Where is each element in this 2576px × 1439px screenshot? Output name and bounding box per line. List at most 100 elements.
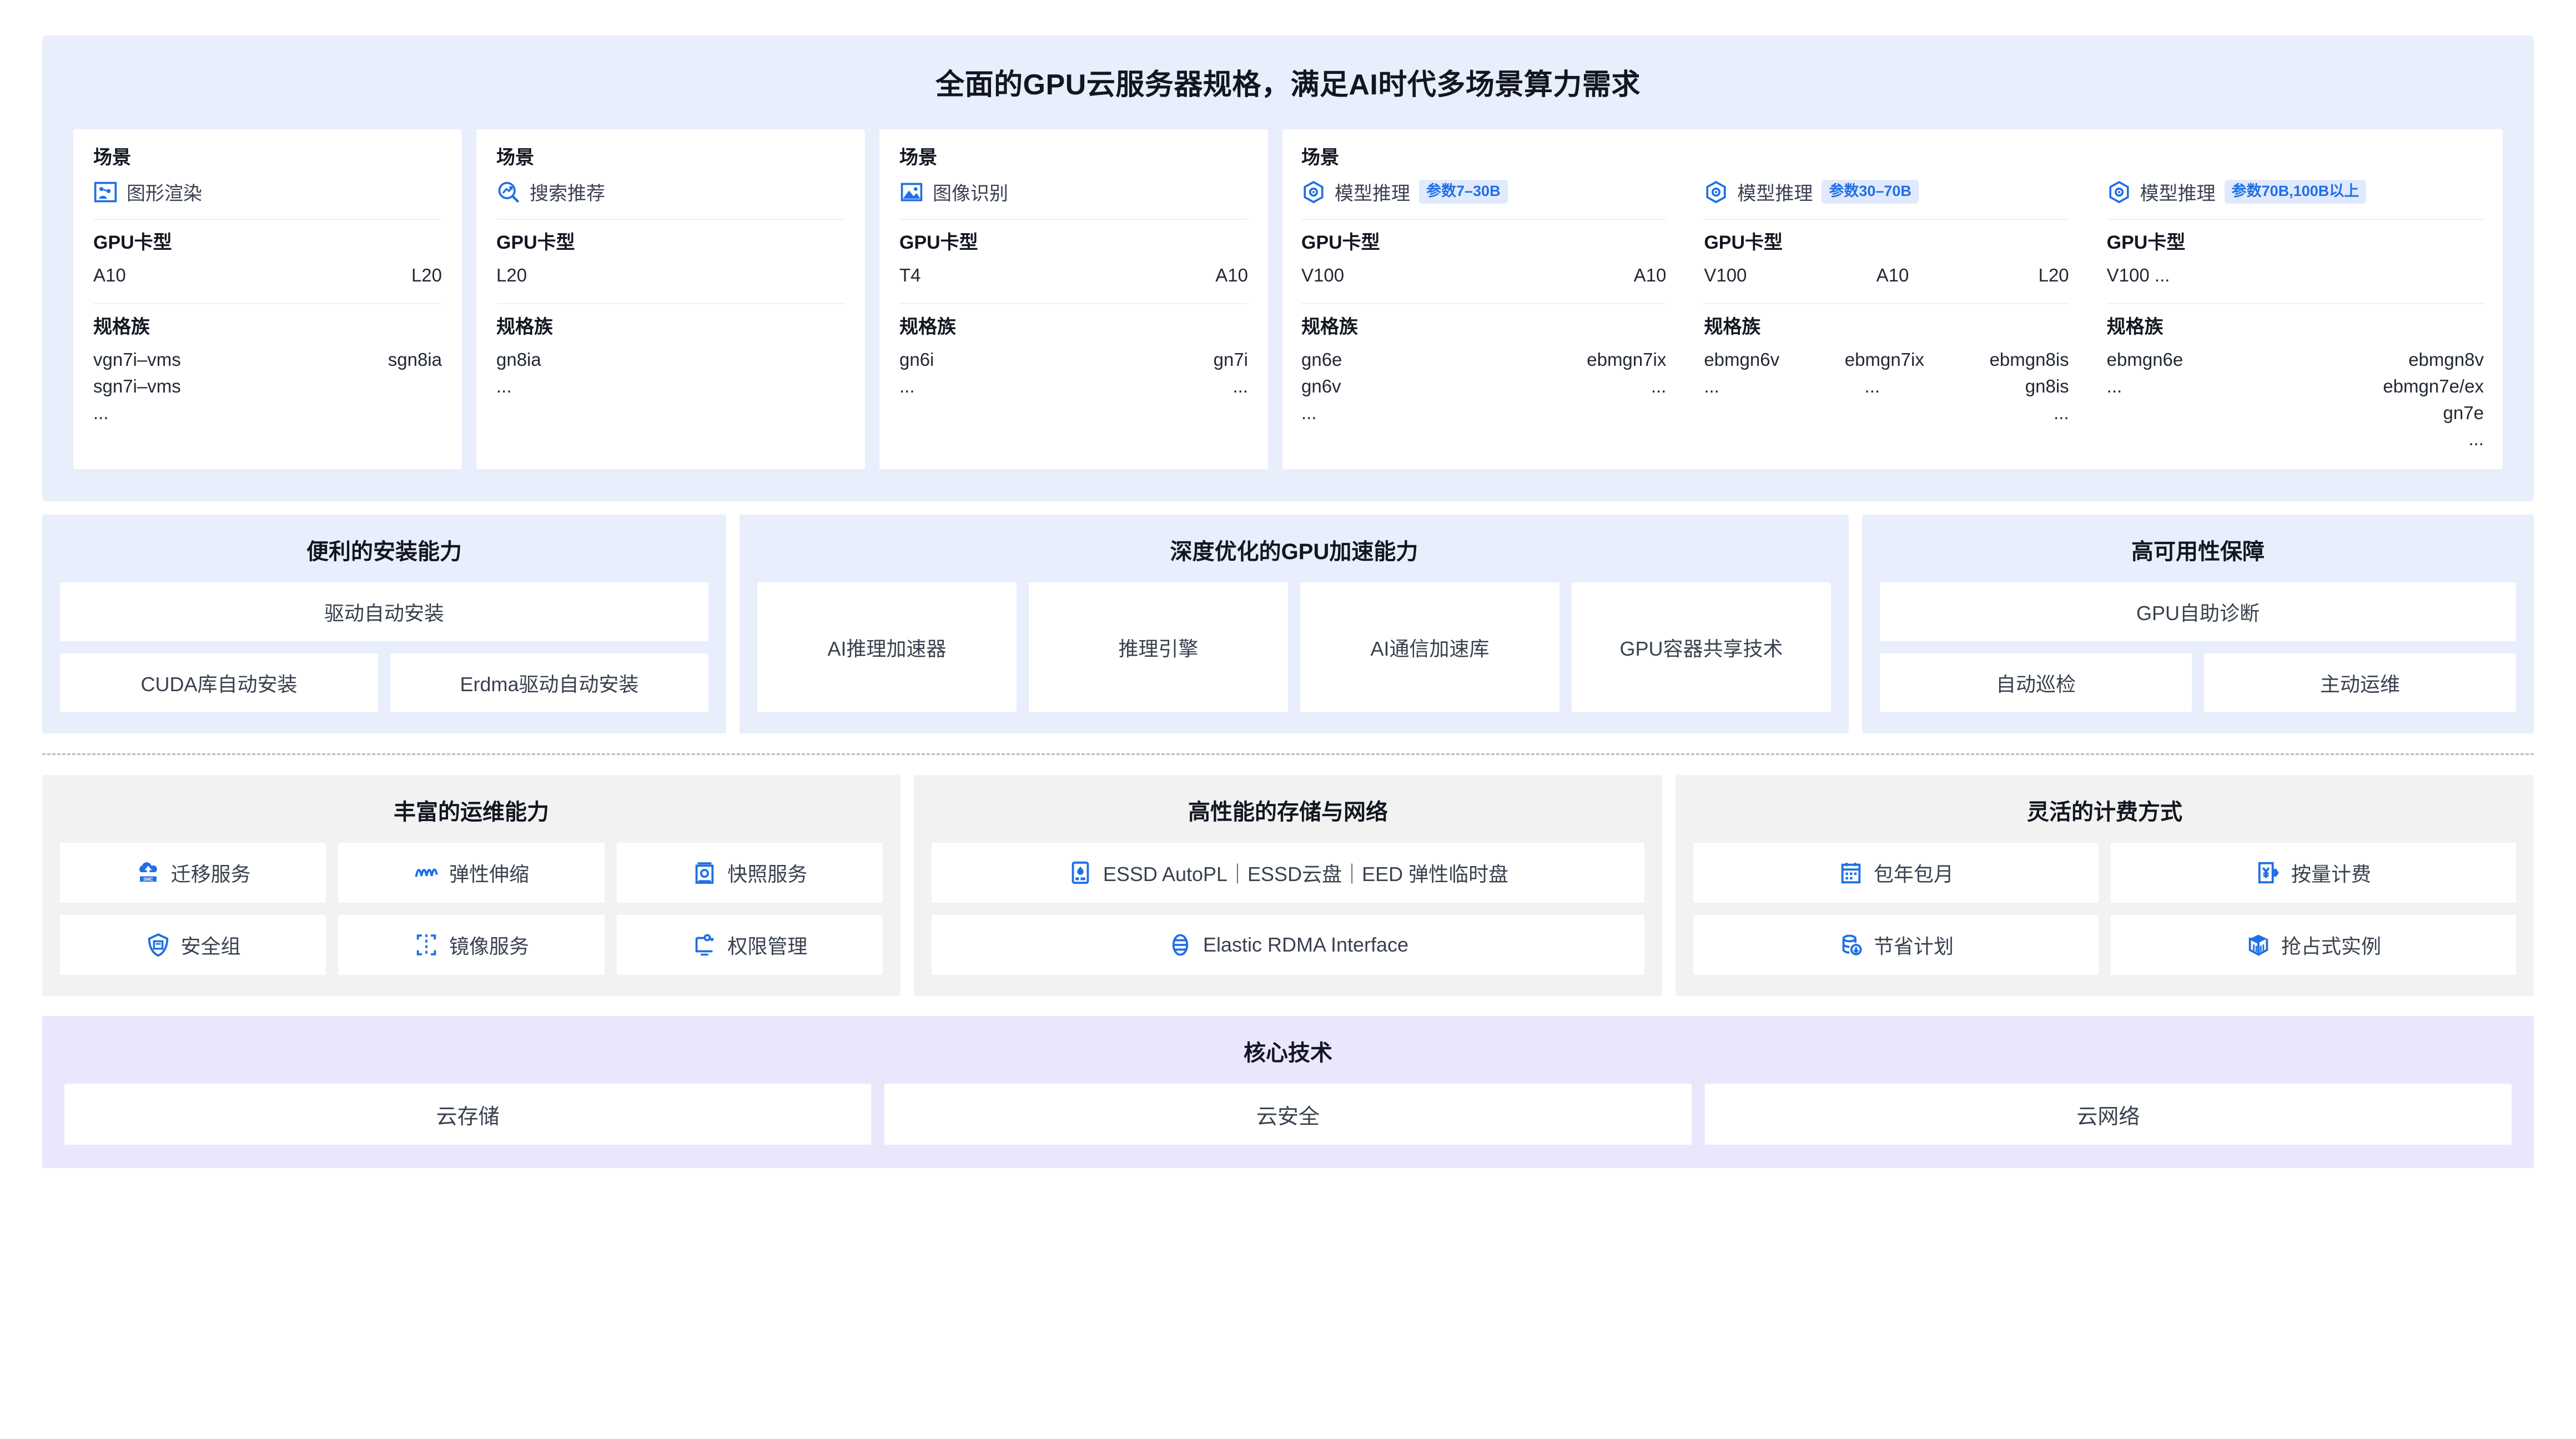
calendar-icon: [1838, 860, 1864, 885]
scene-row: 图形渲染: [93, 178, 442, 219]
core-tile-cloud-storage[interactable]: 云存储: [64, 1084, 872, 1145]
item-security-group[interactable]: 安全组: [60, 915, 326, 975]
item-label: 抢占式实例: [2281, 935, 2381, 958]
tile-auto-inspection[interactable]: 自动巡检: [1880, 653, 2192, 713]
scene-label: 场景: [93, 147, 131, 168]
scene-name: 搜索推荐: [530, 183, 605, 204]
family-value: gn6e: [1301, 349, 1342, 370]
gpu-value: T4: [899, 265, 921, 285]
param-badge: 参数30–70B: [1822, 180, 1919, 204]
gpu-label: GPU卡型: [2106, 232, 2186, 253]
family-value: sgn7i–vms: [93, 375, 181, 396]
tile-erdma-auto-install[interactable]: Erdma驱动自动安装: [390, 653, 708, 713]
tile-row: 自动巡检 主动运维: [1880, 653, 2516, 713]
family-value: vgn7i–vms: [93, 349, 181, 370]
tile-inference-engine[interactable]: 推理引擎: [1029, 582, 1288, 713]
divider: [1704, 303, 2069, 304]
item-spot-instance[interactable]: 抢占式实例: [2111, 915, 2516, 975]
core-tile-cloud-security[interactable]: 云安全: [884, 1084, 1692, 1145]
panel-billing: 灵活的计费方式 包年包月 按量计费: [1676, 775, 2534, 997]
gpu-value: A10: [1215, 265, 1248, 285]
gpu-label: GPU卡型: [496, 232, 575, 253]
scene-row: 图像识别: [899, 178, 1248, 219]
panel-title: 灵活的计费方式: [2027, 800, 2182, 825]
page-title: 全面的GPU云服务器规格，满足AI时代多场景算力需求: [935, 69, 1641, 101]
ops-grid: SMC 迁移服务 弹性伸缩 快照服务: [60, 843, 883, 975]
disk-icon: [1068, 860, 1093, 885]
item-migration-service[interactable]: SMC 迁移服务: [60, 843, 326, 903]
family-label: 规格族: [1301, 316, 1358, 338]
scene-row: 模型推理 参数30–70B: [1704, 178, 2069, 219]
item-subscription[interactable]: 包年包月: [1693, 843, 2099, 903]
item-permission-management[interactable]: 权限管理: [616, 915, 883, 975]
snapshot-icon: [692, 860, 717, 885]
tile-proactive-ops[interactable]: 主动运维: [2204, 653, 2516, 713]
param-badge: 参数7–30B: [1419, 180, 1508, 204]
divider: [899, 303, 1248, 304]
panel-title: 核心技术: [1244, 1041, 1332, 1066]
item-image-service[interactable]: 镜像服务: [338, 915, 605, 975]
family-value: gn8ia: [496, 349, 541, 370]
pay-as-you-go-icon: [2256, 860, 2281, 885]
tile-ai-inference-accelerator[interactable]: AI推理加速器: [757, 582, 1017, 713]
billing-grid: 包年包月 按量计费 节省计划: [1693, 843, 2516, 975]
scene-name: 模型推理: [2140, 183, 2216, 204]
family-value: gn6v: [1301, 375, 1341, 396]
item-pay-as-you-go[interactable]: 按量计费: [2111, 843, 2516, 903]
inference-column-70b-plus[interactable]: 场景 模型推理 参数70B,100B以上 GPU卡型 V100 ... 规: [2088, 148, 2503, 452]
item-snapshot-service[interactable]: 快照服务: [616, 843, 883, 903]
scene-row: 模型推理 参数70B,100B以上: [2107, 178, 2484, 219]
gpu-value: V100: [1704, 265, 1747, 285]
divider: [496, 219, 845, 220]
security-group-icon: [145, 932, 171, 958]
divider: [2106, 303, 2484, 304]
panel-title: 高性能的存储与网络: [1188, 800, 1388, 825]
gpu-label: GPU卡型: [899, 232, 978, 253]
family-value: ...: [1232, 375, 1248, 396]
item-auto-scaling[interactable]: 弹性伸缩: [338, 843, 605, 903]
panel-high-availability: 高可用性保障 GPU自助诊断 自动巡检 主动运维: [1862, 515, 2534, 734]
item-elastic-rdma[interactable]: Elastic RDMA Interface: [932, 915, 1644, 975]
gpu-value: L20: [496, 265, 527, 285]
gpu-value: A10: [1633, 265, 1667, 285]
tile-gpu-self-diagnosis[interactable]: GPU自助诊断: [1880, 582, 2516, 642]
scene-name: 模型推理: [1737, 183, 1813, 204]
divider: [496, 303, 845, 304]
scene-label: 场景: [1301, 147, 1339, 168]
family-value: ebmgn8is: [1989, 349, 2069, 370]
gpu-value: V100 ...: [2106, 265, 2170, 285]
tile-ai-comm-accel-lib[interactable]: AI通信加速库: [1300, 582, 1559, 713]
tile-gpu-container-sharing[interactable]: GPU容器共享技术: [1572, 582, 1831, 713]
storage-list: ESSD AutoPL｜ESSD云盘｜EED 弹性临时盘 Elastic RDM…: [932, 843, 1644, 975]
scene-row: 模型推理 参数7–30B: [1301, 178, 1666, 219]
model-inference-icon: [1704, 180, 1728, 204]
permission-icon: [692, 932, 717, 958]
divider: [899, 219, 1248, 220]
family-value: ...: [1704, 375, 1719, 396]
item-label: 按量计费: [2291, 863, 2371, 886]
family-value: ...: [1651, 375, 1667, 396]
core-tile-cloud-network[interactable]: 云网络: [1704, 1084, 2512, 1145]
tile-driver-auto-install[interactable]: 驱动自动安装: [60, 582, 708, 642]
item-savings-plan[interactable]: 节省计划: [1693, 915, 2099, 975]
family-value: ...: [899, 375, 915, 396]
param-badge: 参数70B,100B以上: [2224, 180, 2367, 204]
family-value: ...: [2054, 402, 2069, 423]
item-essd-disks[interactable]: ESSD AutoPL｜ESSD云盘｜EED 弹性临时盘: [932, 843, 1644, 903]
family-value: gn7i: [1213, 349, 1248, 370]
tile-cuda-auto-install[interactable]: CUDA库自动安装: [60, 653, 378, 713]
spec-card-search-recommend[interactable]: 场景 搜索推荐 GPU卡型 L20 规格族 gn8ia ...: [476, 129, 865, 470]
savings-plan-icon: [1838, 932, 1864, 958]
divider: [1301, 219, 1667, 220]
family-value: gn7e: [2443, 402, 2484, 423]
gpu-label: GPU卡型: [93, 232, 172, 253]
gpu-value: L20: [411, 265, 442, 285]
auto-scaling-icon: [414, 860, 439, 885]
